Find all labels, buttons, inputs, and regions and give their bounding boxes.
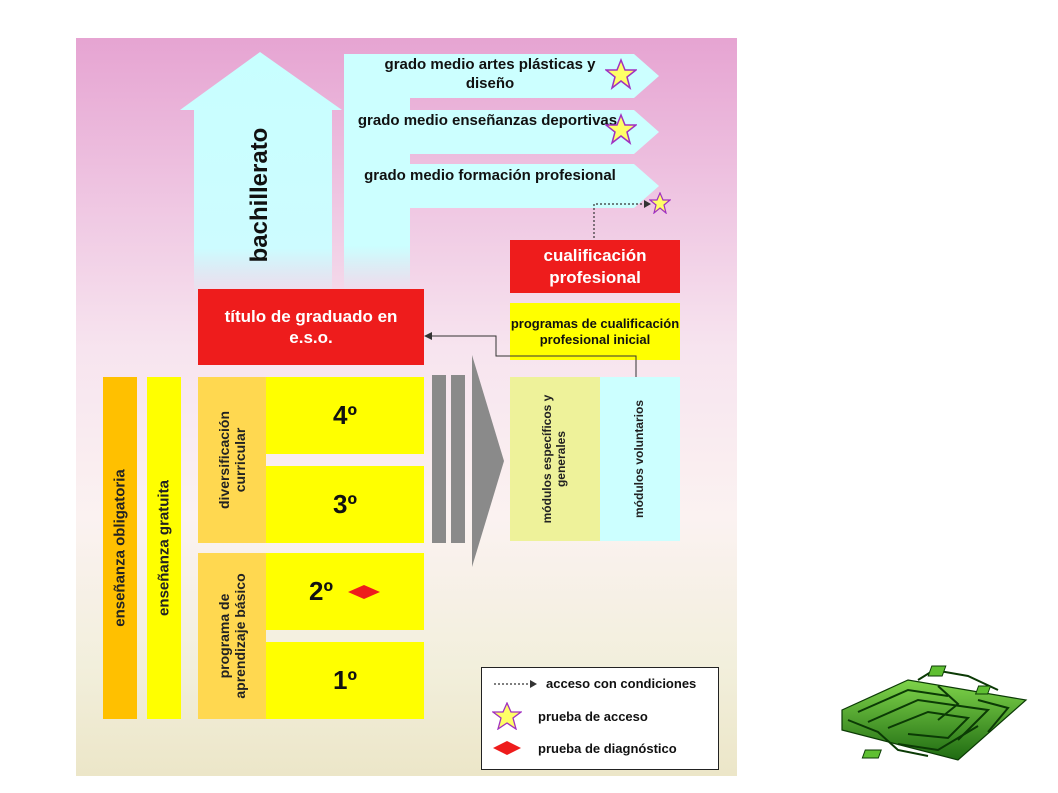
course-1: 1º <box>266 642 424 719</box>
modulos-voluntarios-label: módulos voluntarios <box>632 400 647 519</box>
legend-diagnostico: prueba de diagnóstico <box>492 740 677 756</box>
banner-arrows <box>344 54 659 208</box>
course-3: 3º <box>266 466 424 543</box>
ensenanza-obligatoria-label: enseñanza obligatoria <box>111 469 129 627</box>
titulo-label: título de graduado en e.s.o. <box>224 306 398 347</box>
titulo-box: título de graduado en e.s.o. <box>198 289 424 365</box>
star-icon <box>605 113 637 145</box>
banner-fp: grado medio formación profesional <box>364 167 616 184</box>
maze-icon <box>841 665 1028 761</box>
course-4: 4º <box>266 377 424 454</box>
gray-arrow <box>432 355 504 567</box>
cualificacion-box: cualificación profesional <box>510 240 680 293</box>
ensenanza-gratuita-label: enseñanza gratuita <box>155 480 173 616</box>
bachillerato-label: bachillerato <box>246 127 274 263</box>
star-icon <box>605 58 637 90</box>
course-2-label: 2º <box>309 576 333 606</box>
bachillerato-arrow <box>180 52 342 298</box>
course-2: 2º <box>266 553 424 630</box>
diversificacion-label: diversificación curricular <box>215 410 248 510</box>
modulos-to-titulo-arrow <box>424 332 637 378</box>
programa-label: programa de aprendizaje básico <box>215 573 248 699</box>
pcpi-label: programas de cualificación profesional i… <box>510 315 680 347</box>
ensenanza-obligatoria-bar: enseñanza obligatoria <box>103 377 137 719</box>
ensenanza-gratuita-bar: enseñanza gratuita <box>147 377 181 719</box>
legend: acceso con condiciones prueba de acceso … <box>481 667 719 770</box>
access-arrow <box>593 200 651 242</box>
modulos-especificos-box: módulos específicos y generales <box>510 377 600 541</box>
legend-prueba-acceso: prueba de acceso <box>492 702 648 730</box>
legend-access-label: acceso con condiciones <box>546 676 697 691</box>
modulos-voluntarios-box: módulos voluntarios <box>600 377 680 541</box>
star-icon <box>649 192 671 214</box>
legend-access: acceso con condiciones <box>492 676 696 691</box>
star-icon <box>492 702 522 730</box>
bachillerato-label-box: bachillerato <box>220 110 300 280</box>
legend-diagnostico-label: prueba de diagnóstico <box>538 740 677 756</box>
pcpi-box: programas de cualificación profesional i… <box>510 303 680 360</box>
banner-deportivas: grado medio enseñanzas deportivas <box>357 112 618 129</box>
modulos-especificos-label: módulos específicos y generales <box>540 394 568 524</box>
dotted-arrow-icon <box>494 679 537 688</box>
legend-prueba-acceso-label: prueba de acceso <box>538 708 648 724</box>
diamond-icon <box>347 584 380 599</box>
diversificacion-column: diversificación curricular <box>198 377 266 543</box>
diamond-icon <box>493 741 521 755</box>
cualificacion-label: cualificación profesional <box>543 246 647 287</box>
banner-artes: grado medio artes plásticas y diseño <box>384 56 596 92</box>
programa-column: programa de aprendizaje básico <box>198 553 266 719</box>
